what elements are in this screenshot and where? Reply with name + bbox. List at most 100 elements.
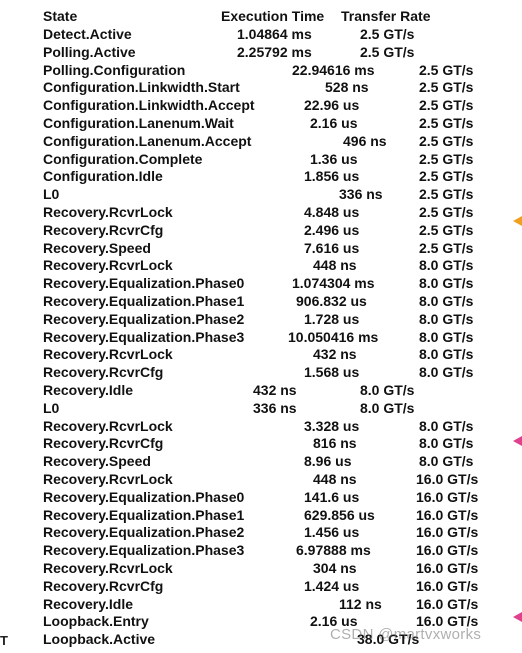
row-execution-time: 336 ns: [339, 186, 383, 202]
row-execution-time: 304 ns: [313, 560, 357, 576]
row-transfer-rate: 2.5 GT/s: [419, 168, 474, 184]
row-execution-time: 8.96 us: [304, 453, 352, 469]
row-execution-time: 629.856 us: [304, 507, 375, 523]
row-execution-time: 2.496 us: [304, 222, 360, 238]
row-transfer-rate: 8.0 GT/s: [419, 293, 474, 309]
row-transfer-rate: 2.5 GT/s: [419, 186, 474, 202]
row-state: Loopback.Active: [43, 631, 156, 647]
row-transfer-rate: 8.0 GT/s: [419, 311, 474, 327]
row-execution-time: 1.856 us: [304, 168, 360, 184]
row-state: Recovery.RcvrLock: [43, 418, 173, 434]
row-state: Recovery.RcvrCfg: [43, 364, 164, 380]
row-transfer-rate: 2.5 GT/s: [419, 62, 474, 78]
row-state: Recovery.Equalization.Phase1: [43, 293, 245, 309]
row-transfer-rate: 8.0 GT/s: [360, 382, 415, 398]
row-execution-time: 432 ns: [313, 346, 357, 362]
row-state: Polling.Active: [43, 44, 136, 60]
row-transfer-rate: 2.5 GT/s: [419, 115, 474, 131]
row-transfer-rate: 8.0 GT/s: [419, 435, 474, 451]
row-transfer-rate: 2.5 GT/s: [360, 44, 415, 60]
row-transfer-rate: 8.0 GT/s: [419, 453, 474, 469]
row-execution-time: 336 ns: [253, 400, 297, 416]
row-transfer-rate: 8.0 GT/s: [419, 418, 474, 434]
row-execution-time: 2.16 us: [310, 115, 358, 131]
edge-letter: T: [0, 633, 8, 648]
row-transfer-rate: 16.0 GT/s: [416, 578, 479, 594]
row-state: Recovery.Speed: [43, 453, 151, 469]
row-execution-time: 141.6 us: [304, 489, 360, 505]
row-state: Recovery.Equalization.Phase3: [43, 542, 245, 558]
row-state: Recovery.Idle: [43, 382, 134, 398]
row-transfer-rate: 2.5 GT/s: [419, 240, 474, 256]
row-execution-time: 1.728 us: [304, 311, 360, 327]
row-state: Recovery.RcvrCfg: [43, 578, 164, 594]
row-transfer-rate: 8.0 GT/s: [419, 257, 474, 273]
row-state: Configuration.Linkwidth.Accept: [43, 97, 255, 113]
row-execution-time: 1.36 us: [310, 151, 358, 167]
row-transfer-rate: 8.0 GT/s: [419, 346, 474, 362]
row-transfer-rate: 2.5 GT/s: [419, 79, 474, 95]
row-transfer-rate: 16.0 GT/s: [416, 507, 479, 523]
row-transfer-rate: 2.5 GT/s: [419, 204, 474, 220]
row-state: Configuration.Lanenum.Wait: [43, 115, 234, 131]
pink-marker-icon: [513, 612, 522, 622]
row-execution-time: 906.832 us: [296, 293, 367, 309]
row-state: Recovery.RcvrLock: [43, 346, 173, 362]
row-state: Recovery.Speed: [43, 240, 151, 256]
row-state: Recovery.RcvrCfg: [43, 222, 164, 238]
row-execution-time: 1.568 us: [304, 364, 360, 380]
row-transfer-rate: 16.0 GT/s: [416, 489, 479, 505]
row-execution-time: 448 ns: [313, 257, 357, 273]
header-transfer-rate: Transfer Rate: [341, 8, 431, 24]
row-transfer-rate: 2.5 GT/s: [419, 222, 474, 238]
header-state: State: [43, 8, 78, 24]
row-execution-time: 10.050416 ms: [288, 329, 379, 345]
row-execution-time: 3.328 us: [304, 418, 360, 434]
row-transfer-rate: 8.0 GT/s: [360, 400, 415, 416]
row-transfer-rate: 8.0 GT/s: [419, 275, 474, 291]
row-state: L0: [43, 186, 60, 202]
row-transfer-rate: 2.5 GT/s: [419, 97, 474, 113]
row-execution-time: 448 ns: [313, 471, 357, 487]
row-state: Configuration.Lanenum.Accept: [43, 133, 252, 149]
row-execution-time: 1.424 us: [304, 578, 360, 594]
row-state: Recovery.Equalization.Phase0: [43, 489, 245, 505]
row-state: Configuration.Idle: [43, 168, 163, 184]
row-execution-time: 4.848 us: [304, 204, 360, 220]
row-state: Recovery.Equalization.Phase0: [43, 275, 245, 291]
row-transfer-rate: 16.0 GT/s: [416, 560, 479, 576]
row-state: Recovery.Equalization.Phase2: [43, 524, 245, 540]
row-execution-time: 6.97888 ms: [296, 542, 371, 558]
row-state: Recovery.Idle: [43, 596, 134, 612]
row-transfer-rate: 16.0 GT/s: [416, 596, 479, 612]
row-transfer-rate: 2.5 GT/s: [360, 26, 415, 42]
row-state: Polling.Configuration: [43, 62, 186, 78]
row-state: L0: [43, 400, 60, 416]
pink-marker-icon: [513, 436, 522, 446]
row-execution-time: 1.074304 ms: [292, 275, 375, 291]
row-execution-time: 432 ns: [253, 382, 297, 398]
row-transfer-rate: 16.0 GT/s: [416, 471, 479, 487]
row-state: Recovery.RcvrLock: [43, 204, 173, 220]
row-execution-time: 22.94616 ms: [292, 62, 375, 78]
row-state: Recovery.Equalization.Phase1: [43, 507, 245, 523]
row-execution-time: 7.616 us: [304, 240, 360, 256]
row-state: Configuration.Complete: [43, 151, 203, 167]
row-execution-time: 112 ns: [339, 596, 382, 612]
orange-marker-icon: [513, 216, 522, 226]
row-state: Detect.Active: [43, 26, 132, 42]
row-execution-time: 816 ns: [313, 435, 357, 451]
row-execution-time: 2.25792 ms: [237, 44, 312, 60]
row-execution-time: 38.0 GT/s: [357, 631, 420, 647]
row-execution-time: 22.96 us: [304, 97, 360, 113]
row-state: Recovery.Equalization.Phase2: [43, 311, 245, 327]
row-state: Recovery.RcvrLock: [43, 257, 173, 273]
row-transfer-rate: 2.5 GT/s: [419, 151, 474, 167]
watermark: CSDN @martvxworks: [330, 626, 482, 643]
row-state: Configuration.Linkwidth.Start: [43, 79, 240, 95]
row-transfer-rate: 16.0 GT/s: [416, 613, 479, 629]
row-execution-time: 496 ns: [343, 133, 387, 149]
row-transfer-rate: 2.5 GT/s: [419, 133, 474, 149]
row-state: Loopback.Entry: [43, 613, 149, 629]
row-transfer-rate: 16.0 GT/s: [416, 542, 479, 558]
